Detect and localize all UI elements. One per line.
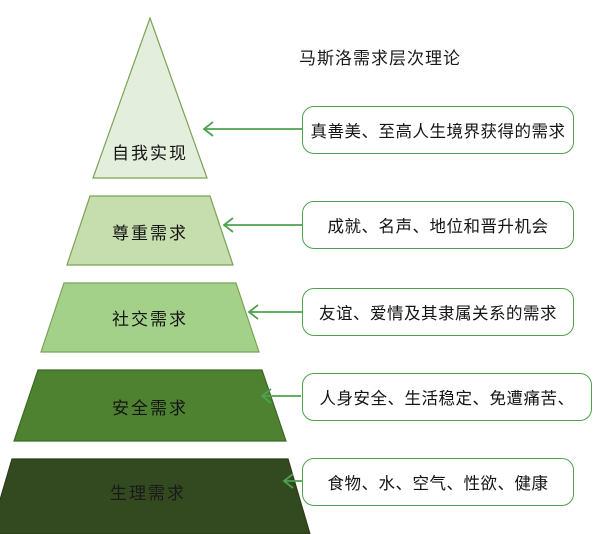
callout-social[interactable]: 友谊、爱情及其隶属关系的需求 [302,288,574,336]
pyramid-label-safety: 安全需求 [112,399,188,419]
pyramid-level-social[interactable] [40,282,260,353]
page-title: 马斯洛需求层次理论 [299,49,461,69]
callout-esteem[interactable]: 成就、名声、地位和晋升机会 [302,201,574,249]
pyramid-label-physiological: 生理需求 [110,484,186,504]
pyramid-label-self-actualization: 自我实现 [112,144,188,164]
arrow-to-level-social [247,304,303,320]
pyramid-label-social: 社交需求 [112,310,188,330]
pyramid-label-esteem: 尊重需求 [112,224,188,244]
pyramid-level-safety[interactable] [13,369,287,442]
callout-self-actualization[interactable]: 真善美、至高人生境界获得的需求 [302,106,574,154]
pyramid-level-physiological[interactable] [0,458,311,534]
callout-safety[interactable]: 人身安全、生活稳定、免遭痛苦、 [302,373,592,421]
arrow-to-level-esteem [222,217,303,233]
pyramid-level-esteem[interactable] [66,195,234,266]
pyramid-level-self-actualization[interactable] [92,16,208,179]
arrow-to-level-self-actualization [202,121,303,137]
arrow-to-level-safety [260,388,301,404]
callout-physiological[interactable]: 食物、水、空气、性欲、健康 [302,458,574,506]
